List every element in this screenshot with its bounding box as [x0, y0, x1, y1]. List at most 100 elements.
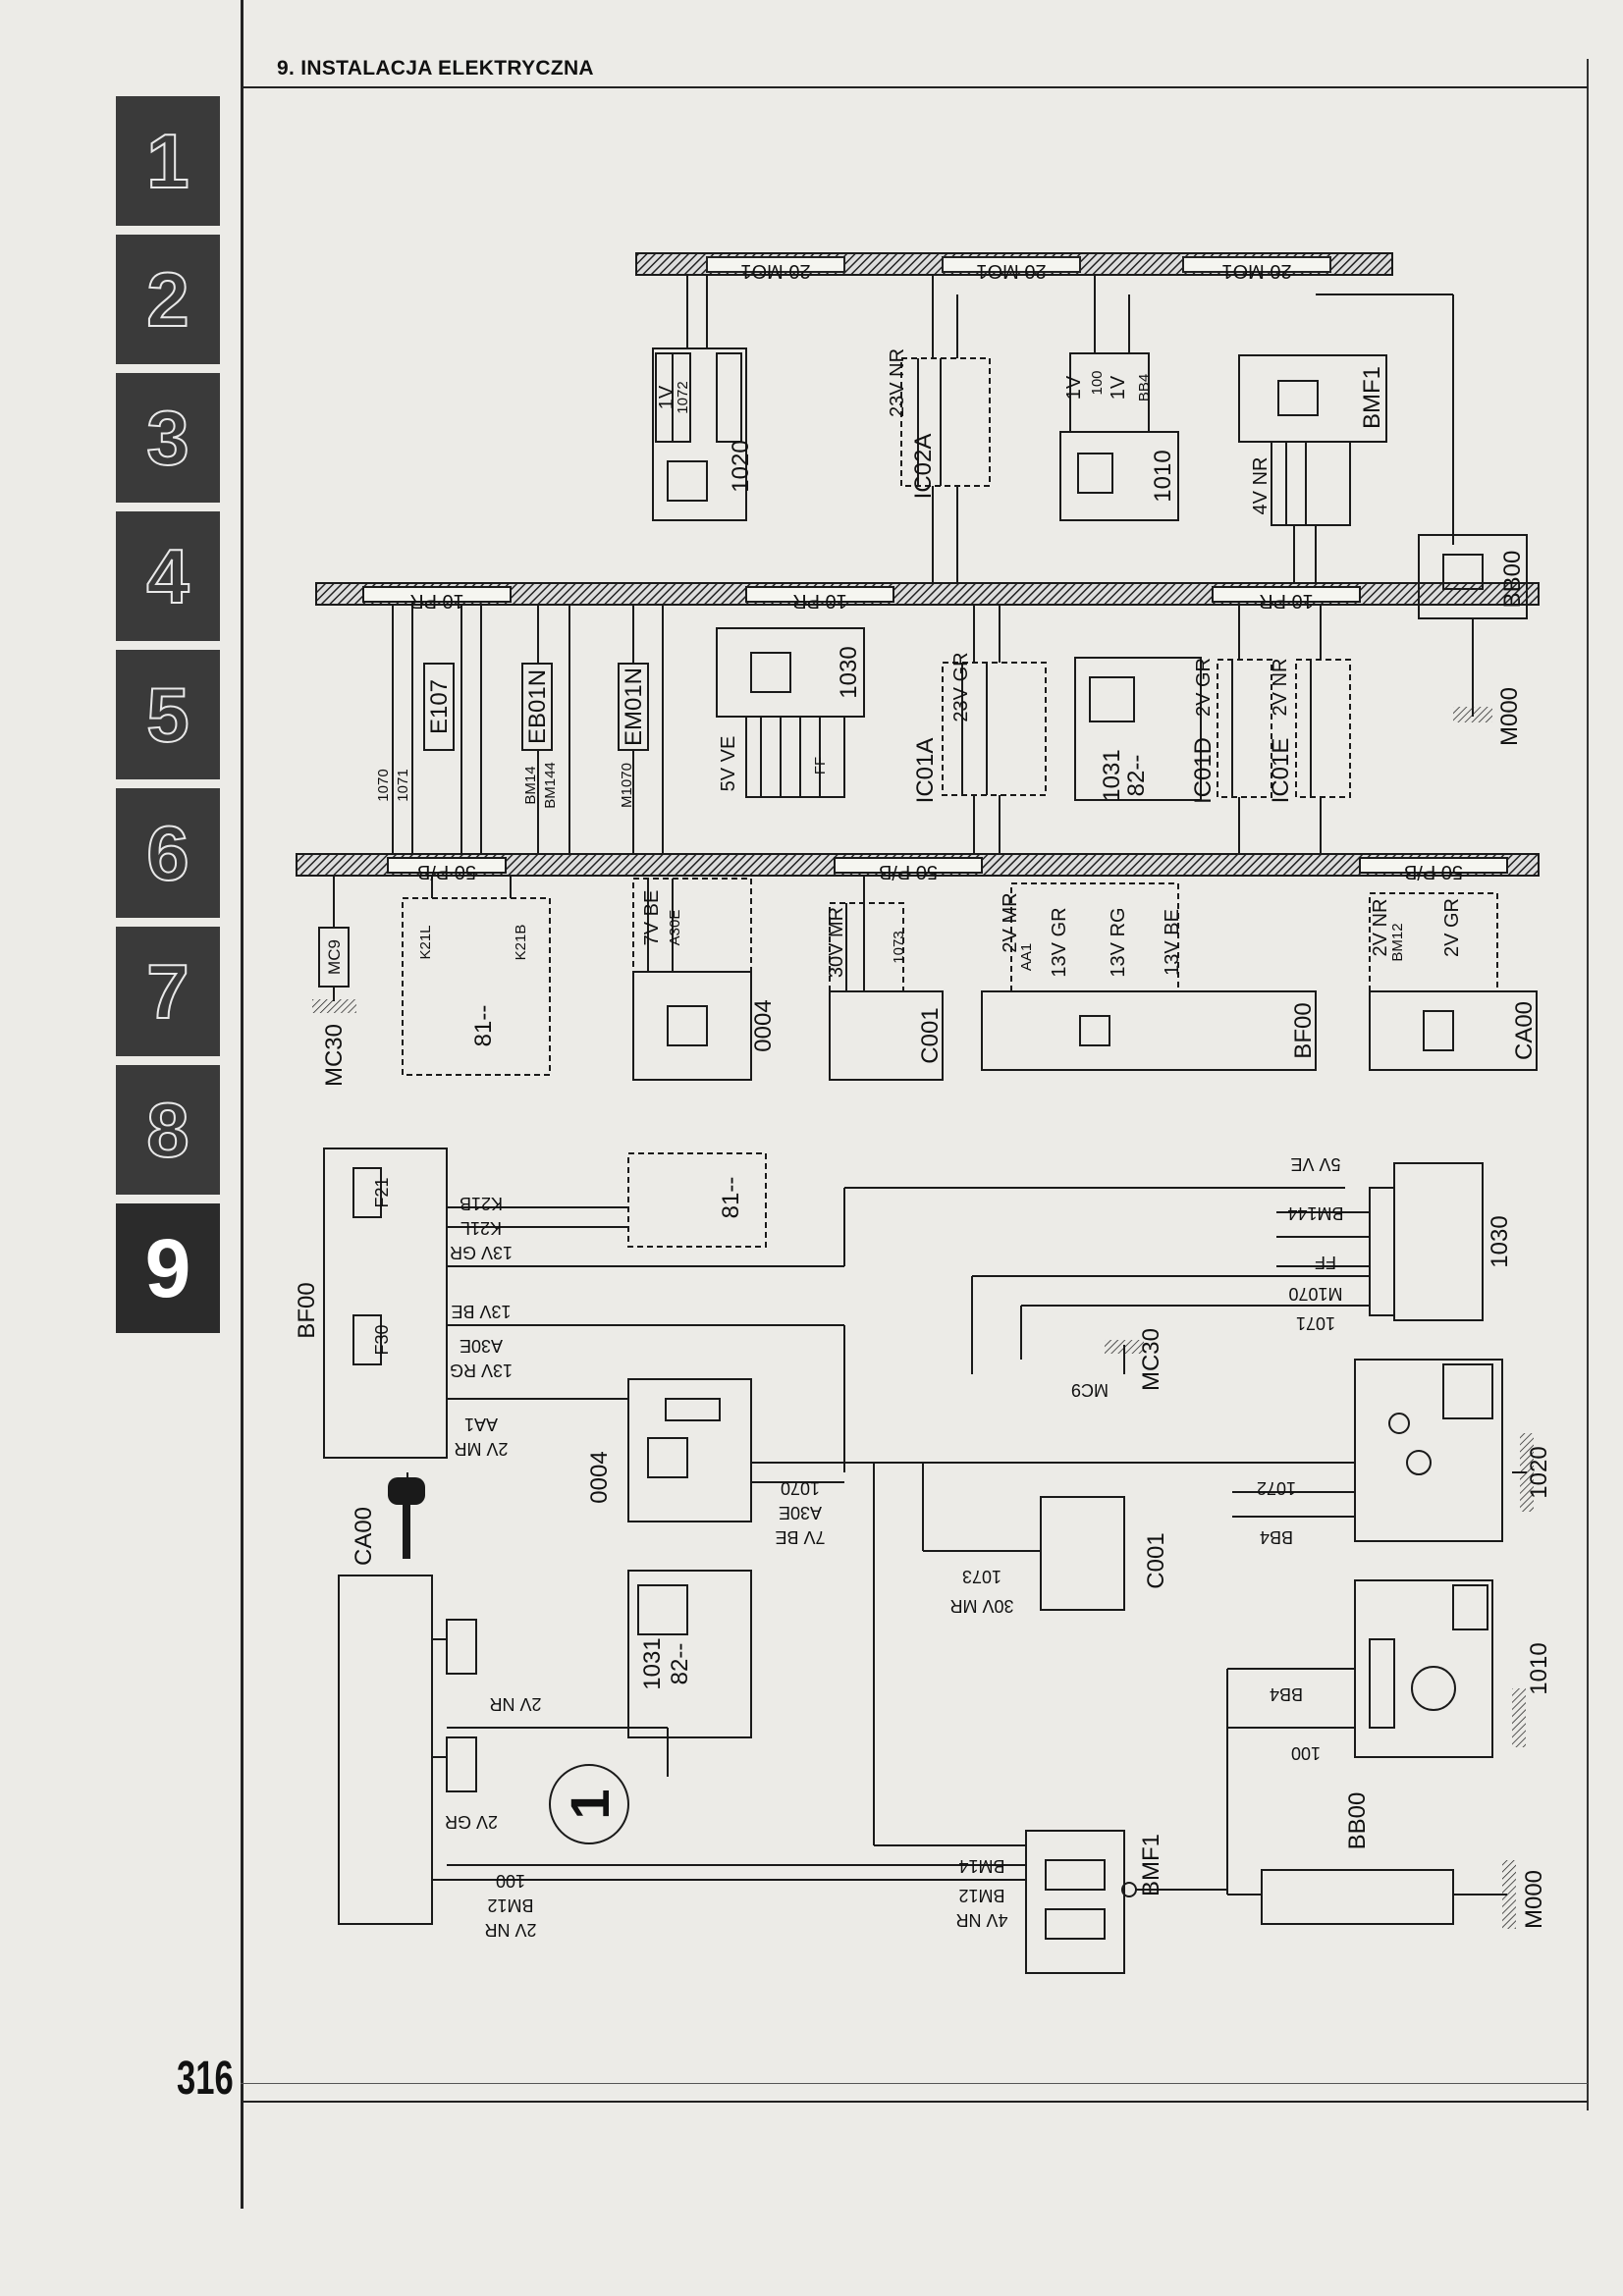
- wire-bm144: BM144: [542, 762, 559, 809]
- lower-label-2vnr: 2V NR: [489, 1694, 541, 1714]
- chapter-tab-6[interactable]: 6: [116, 788, 220, 918]
- lower-label-bb4b: BB4: [1270, 1684, 1303, 1704]
- label-e107: E107: [426, 679, 453, 734]
- label-13vgr: 13V GR: [1049, 907, 1070, 977]
- lower-label-m1070: M1070: [1288, 1284, 1342, 1304]
- wire-k21l: K21L: [417, 925, 434, 959]
- footer-rule: [241, 2101, 1588, 2103]
- label-2vnr-b: 2V NR: [1370, 899, 1391, 957]
- lower-label-100: 100: [1291, 1743, 1321, 1763]
- label-eb01n: EB01N: [524, 669, 551, 744]
- chapter-tab-label: 2: [145, 256, 189, 343]
- bus-label-10pr-b: 10 PR: [792, 590, 847, 612]
- lower-label-bmf1: BMF1: [1138, 1834, 1164, 1896]
- label-2vnr: 2V NR: [1270, 659, 1291, 717]
- wire-1073: 1073: [891, 931, 907, 963]
- component-ca00-top: [1369, 990, 1538, 1071]
- page-title: 9. INSTALACJA ELEKTRYCZNA: [277, 57, 594, 80]
- label-bmf1: BMF1: [1359, 366, 1385, 429]
- lower-label-aa1: AA1: [464, 1415, 498, 1434]
- chapter-tab-9-active[interactable]: 9: [116, 1203, 220, 1333]
- ignition-key-icon: [388, 1477, 425, 1559]
- label-23vgr: 23V GR: [950, 652, 972, 721]
- bus-label-20mo1-b: 20 MO1: [976, 260, 1046, 282]
- connector-ic02a: [900, 357, 991, 487]
- wire-1070: 1070: [375, 769, 392, 801]
- wire-aa1: AA1: [1018, 943, 1035, 971]
- wire-bb4: BB4: [1136, 374, 1153, 401]
- chapter-tab-3[interactable]: 3: [116, 373, 220, 503]
- label-1020: 1020: [728, 440, 754, 492]
- component-0004: [632, 971, 752, 1081]
- chapter-tab-2[interactable]: 2: [116, 235, 220, 364]
- lower-label-1073: 1073: [962, 1567, 1001, 1586]
- chapter-tab-8[interactable]: 8: [116, 1065, 220, 1195]
- lower-label-0004: 0004: [586, 1451, 613, 1503]
- component-c001: [829, 990, 944, 1081]
- lower-label-81: 81--: [718, 1177, 744, 1219]
- label-c001: C001: [917, 1007, 944, 1063]
- component-1020-lower: [1354, 1359, 1503, 1542]
- label-1v-a: 1V: [656, 385, 677, 409]
- lower-label-c001: C001: [1143, 1532, 1169, 1588]
- wire-ff: FF: [812, 757, 829, 774]
- lower-label-1020: 1020: [1526, 1446, 1552, 1498]
- label-bb00: BB00: [1499, 551, 1526, 609]
- bus-label-20mo1-a: 20 MO1: [740, 260, 810, 282]
- lower-label-2vmr: 2V MR: [454, 1439, 508, 1459]
- lower-label-mc9: MC9: [1071, 1380, 1109, 1400]
- label-1030: 1030: [836, 646, 862, 698]
- lower-label-1070: 1070: [781, 1478, 820, 1498]
- chapter-tab-label: 4: [145, 533, 189, 619]
- label-ic01a: IC01A: [912, 738, 939, 804]
- chapter-tab-label: 9: [144, 1222, 191, 1314]
- label-ic01e: IC01E: [1268, 738, 1294, 804]
- connector-bf00: [1010, 882, 1179, 992]
- lower-label-1072: 1072: [1257, 1478, 1296, 1498]
- component-bb00-battery: [1261, 1869, 1454, 1925]
- label-bf00: BF00: [1290, 1002, 1317, 1058]
- component-1031-lower: [627, 1570, 752, 1738]
- page-frame-right: [1587, 59, 1589, 2110]
- lower-label-ca00: CA00: [351, 1507, 377, 1566]
- component-ca00-switch: [338, 1575, 433, 1925]
- chapter-tab-label: 5: [145, 671, 189, 758]
- label-0004: 0004: [750, 999, 777, 1051]
- lower-label-bm144: BM144: [1287, 1203, 1343, 1223]
- label-ic02a: IC02A: [910, 434, 937, 500]
- circled-reference-1: 1: [559, 1789, 621, 1819]
- component-0004-lower: [627, 1378, 752, 1522]
- chapter-tab-1[interactable]: 1: [116, 96, 220, 226]
- lower-label-2vgr: 2V GR: [445, 1812, 498, 1832]
- wire-k21b: K21B: [513, 925, 529, 961]
- component-81: [402, 897, 551, 1076]
- component-c001-lower: [1040, 1496, 1125, 1611]
- lower-label-bb00: BB00: [1344, 1792, 1371, 1850]
- component-1030-relay: [1393, 1162, 1484, 1321]
- label-2vmr: 2V MR: [1000, 892, 1021, 952]
- label-7vbe: 7V BE: [641, 890, 663, 946]
- lower-label-bm12b: BM12: [487, 1896, 533, 1915]
- lower-label-a30e: A30E: [779, 1503, 822, 1522]
- label-4vnr: 4V NR: [1250, 457, 1271, 515]
- label-ic01d: IC01D: [1190, 737, 1217, 804]
- bus-label-20mo1-c: 20 MO1: [1221, 260, 1291, 282]
- lower-label-13vrg: 13V RG: [450, 1361, 513, 1380]
- chapter-tab-label: 3: [145, 395, 189, 481]
- wire-bm12: BM12: [1389, 923, 1406, 961]
- chapter-tab-5[interactable]: 5: [116, 650, 220, 779]
- header-rule: [241, 86, 1588, 88]
- lower-label-4vnr: 4V NR: [955, 1910, 1007, 1930]
- label-81: 81--: [470, 1005, 497, 1047]
- chapter-tab-4[interactable]: 4: [116, 511, 220, 641]
- bus-label-50pb-b: 50 P/B: [879, 861, 938, 882]
- lower-label-bm14: BM14: [958, 1856, 1004, 1876]
- label-13vrg: 13V RG: [1108, 907, 1129, 977]
- connector-ic01e: [1295, 659, 1351, 798]
- label-2vgr: 2V GR: [1193, 658, 1215, 717]
- label-1031: 1031: [1099, 749, 1125, 801]
- page-frame-left: [241, 0, 243, 2209]
- chapter-tab-7[interactable]: 7: [116, 927, 220, 1056]
- lower-label-ff: FF: [1315, 1253, 1336, 1272]
